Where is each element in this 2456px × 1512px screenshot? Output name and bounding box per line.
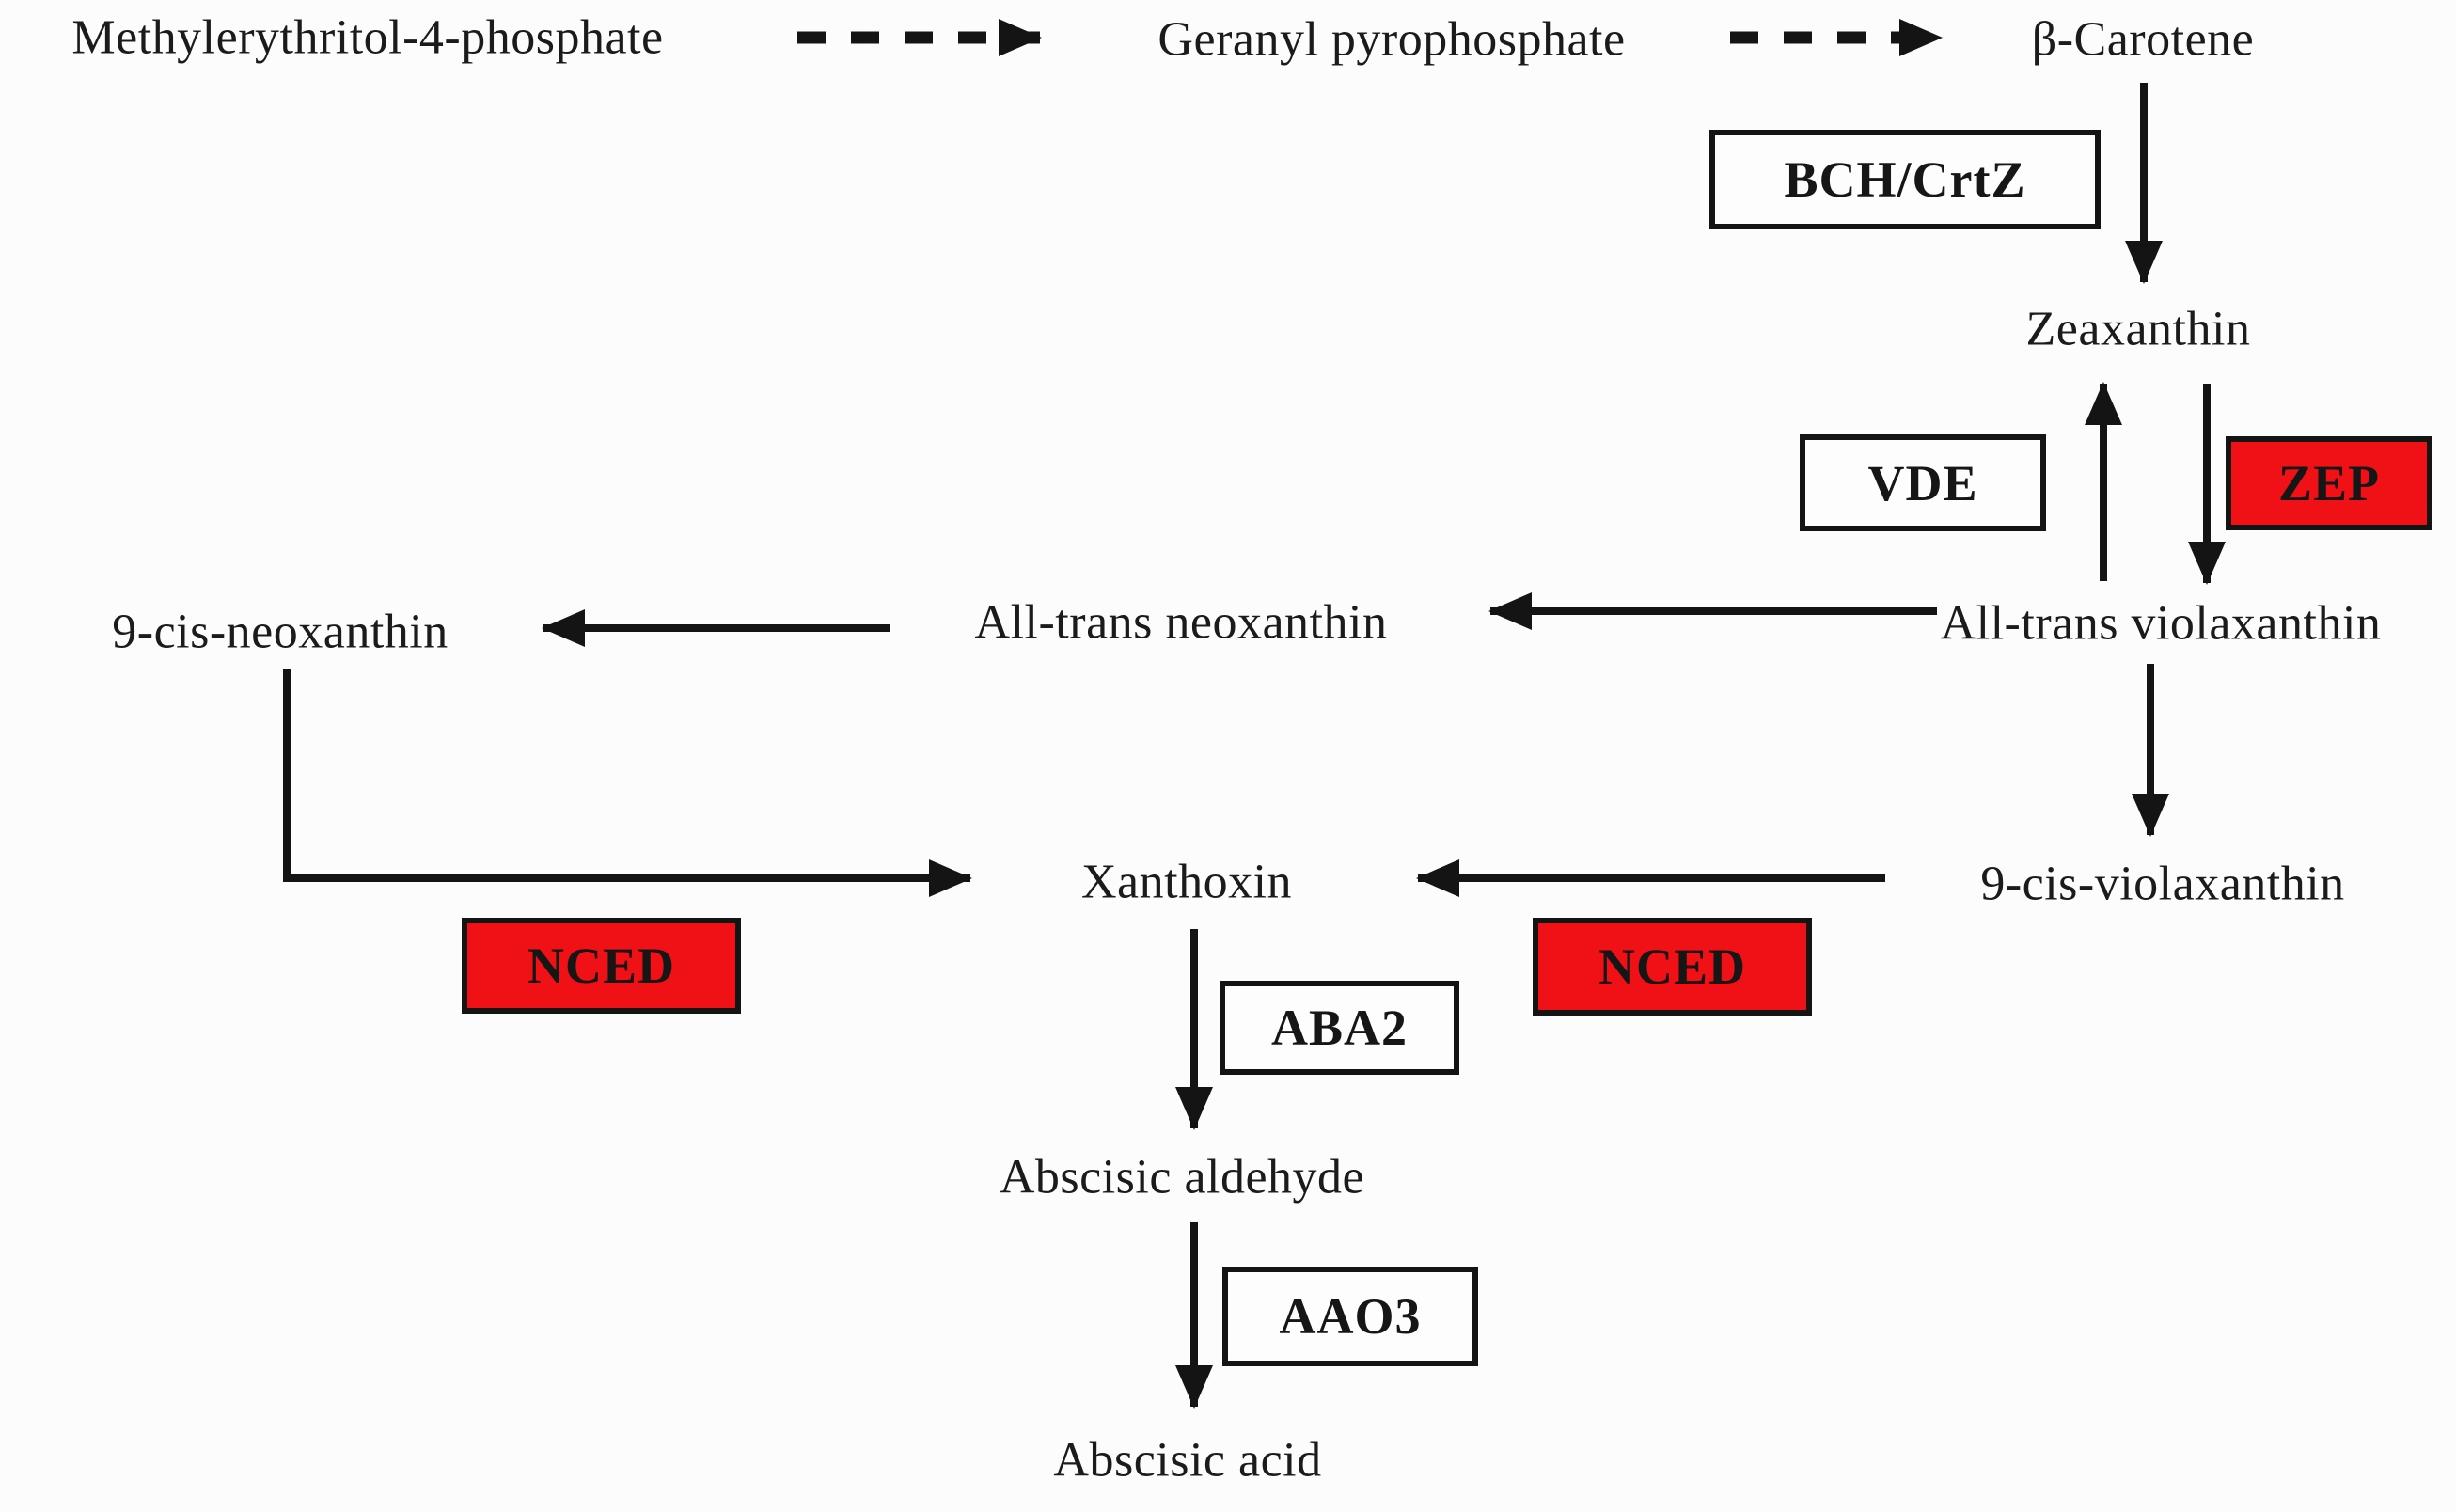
metabolite-all-trans-neoxanthin: All-trans neoxanthin: [974, 595, 1388, 650]
metabolite-abscisic-aldehyde: Abscisic aldehyde: [999, 1150, 1365, 1205]
metabolite-xanthoxin: Xanthoxin: [1080, 855, 1293, 909]
enzyme-box-zep: ZEP: [2226, 436, 2432, 530]
metabolite-all-trans-violaxanthin: All-trans violaxanthin: [1940, 596, 2382, 651]
metabolite-9-cis-neoxanthin: 9-cis-neoxanthin: [112, 605, 449, 659]
metabolite-zeaxanthin: Zeaxanthin: [2025, 302, 2251, 356]
metabolite-methylerythritol-4-phosphate: Methylerythritol-4-phosphate: [71, 10, 664, 65]
metabolite-abscisic-acid: Abscisic acid: [1053, 1433, 1322, 1488]
metabolite-beta-carotene: β-Carotene: [2031, 12, 2255, 67]
enzyme-box-nced-left: NCED: [462, 918, 741, 1014]
metabolite-9-cis-violaxanthin: 9-cis-violaxanthin: [1980, 857, 2345, 911]
enzyme-box-nced-right: NCED: [1533, 918, 1812, 1016]
enzyme-box-bch-crtz: BCH/CrtZ: [1709, 130, 2101, 229]
metabolite-geranyl-pyrophosphate: Geranyl pyrophosphate: [1157, 12, 1626, 67]
enzyme-box-aao3: AAO3: [1222, 1267, 1478, 1366]
enzyme-box-aba2: ABA2: [1220, 981, 1459, 1075]
arrow-9cis-neoxanthin-to-xanthoxin: [283, 669, 972, 897]
enzyme-box-vde: VDE: [1800, 434, 2046, 531]
